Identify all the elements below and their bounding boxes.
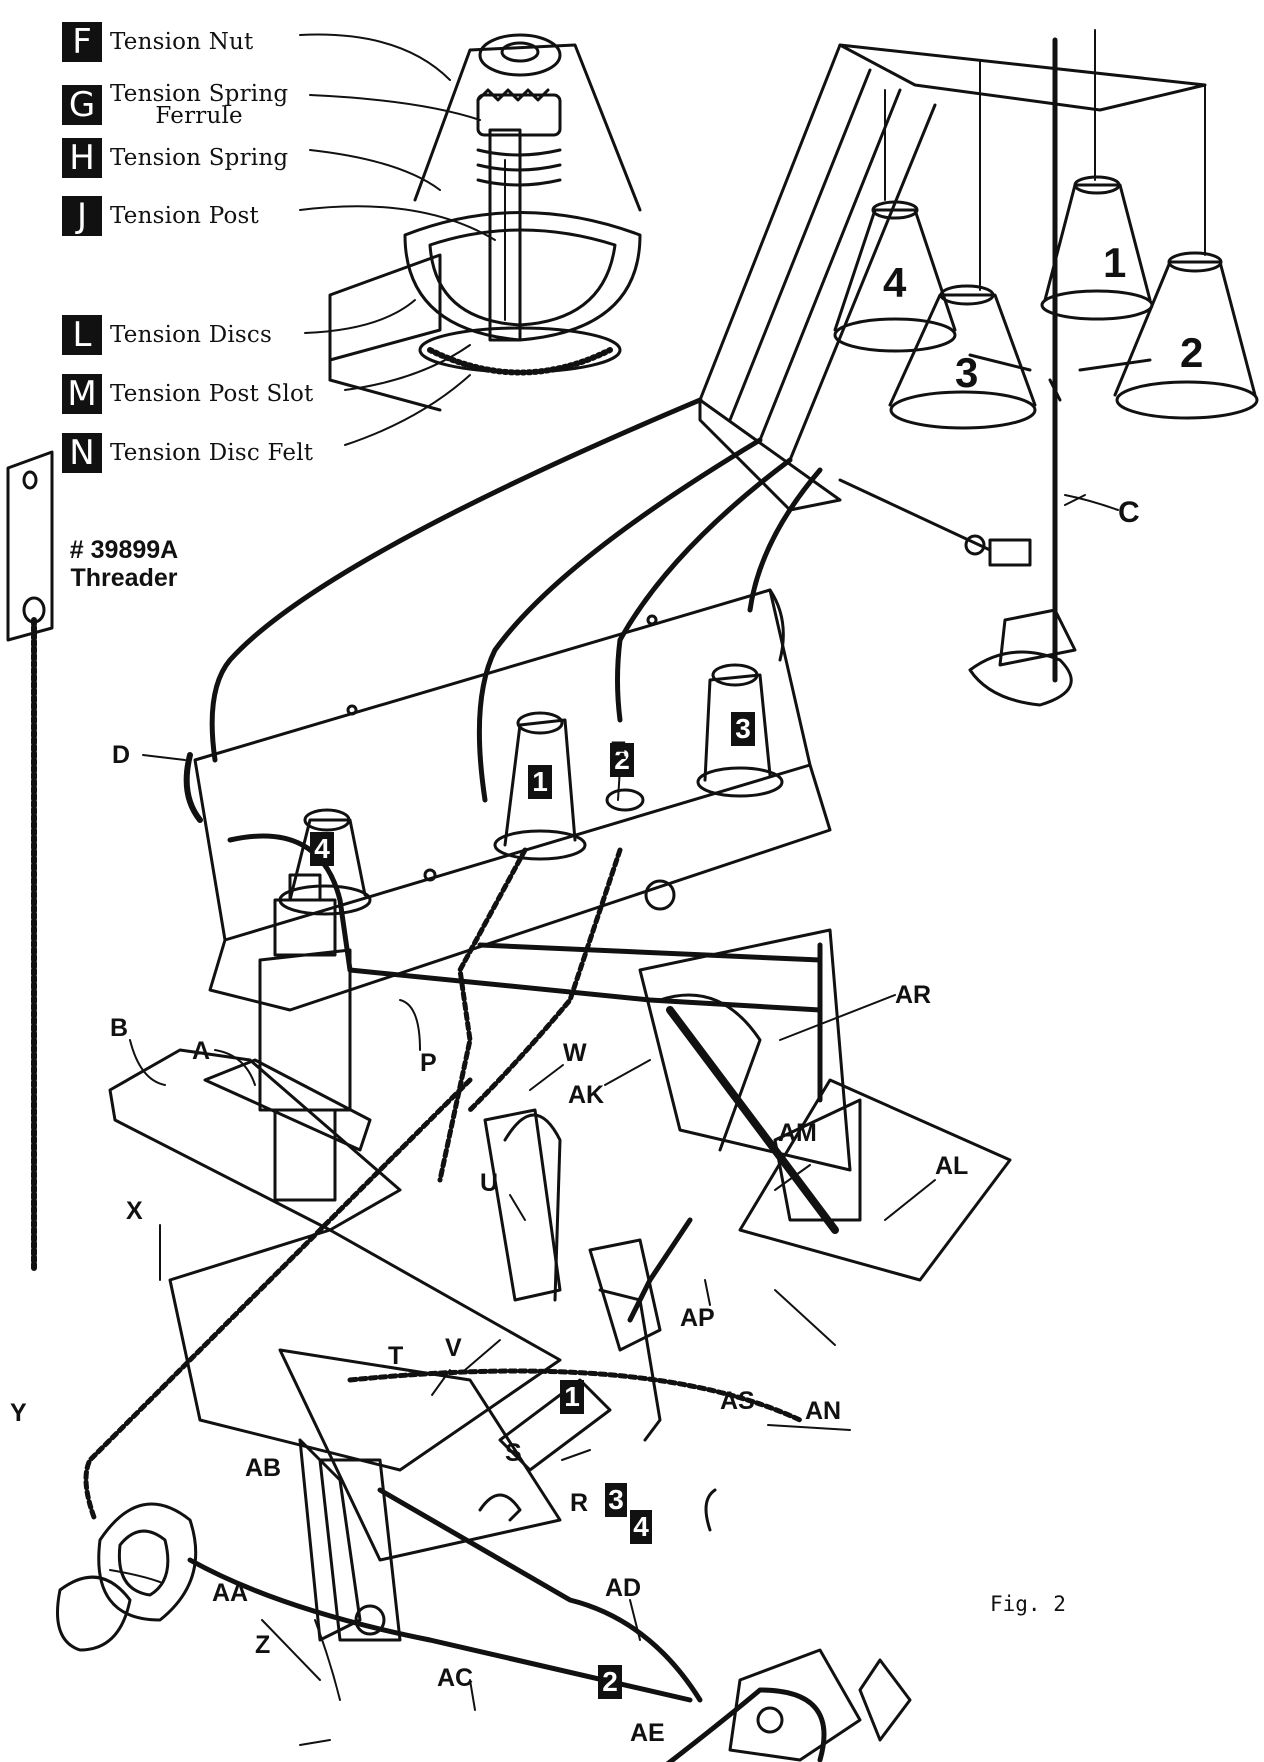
- part-label-ak: AK: [568, 1081, 605, 1109]
- legend-letter: J: [62, 196, 102, 236]
- legend-item-f: F Tension Nut: [62, 22, 254, 62]
- part-label-d: D: [112, 741, 131, 769]
- legend-item-j: J Tension Post: [62, 196, 259, 236]
- spool-number: 1: [1103, 239, 1127, 286]
- part-label-v: V: [445, 1334, 462, 1362]
- path-badge: 2: [598, 1665, 622, 1699]
- tension-badge: 1: [528, 765, 552, 799]
- legend-text: Tension Post Slot: [110, 381, 314, 407]
- part-label-ae: AE: [630, 1719, 665, 1747]
- legend-text: Tension Nut: [110, 29, 254, 55]
- part-label-t: T: [388, 1342, 404, 1370]
- legend-text: Tension Spring: [110, 145, 289, 171]
- path-badge: 1: [560, 1380, 584, 1414]
- spool-number: 3: [955, 349, 979, 396]
- part-label-e: E: [610, 737, 627, 765]
- threader-part-number: # 39899A: [69, 536, 179, 564]
- part-label-c: C: [1118, 496, 1140, 529]
- legend-letter: H: [62, 138, 102, 178]
- part-label-an: AN: [805, 1397, 842, 1425]
- threader-tool-illustration: [6, 450, 54, 1273]
- part-label-z: Z: [255, 1631, 271, 1659]
- figure-label: Fig. 2: [990, 1592, 1066, 1616]
- part-label-a: A: [192, 1037, 211, 1065]
- part-label-al: AL: [935, 1152, 969, 1180]
- part-label-s: S: [505, 1439, 522, 1467]
- legend-letter: L: [62, 315, 102, 355]
- legend-leaders: [299, 33, 496, 446]
- part-label-ap: AP: [680, 1304, 715, 1332]
- tension-badge: 3: [731, 712, 755, 746]
- part-label-am: AM: [778, 1119, 817, 1147]
- legend-text: Tension Discs: [110, 322, 272, 348]
- legend-item-g: G Tension Spring Ferrule: [62, 82, 288, 128]
- part-label-y: Y: [10, 1399, 27, 1427]
- part-label-ad: AD: [605, 1574, 642, 1602]
- part-label-as: AS: [720, 1387, 755, 1415]
- thread-stand-illustration: [698, 29, 1259, 707]
- part-label-ar: AR: [895, 981, 932, 1009]
- legend-text: Tension Disc Felt: [110, 440, 314, 466]
- part-label-u: U: [480, 1169, 499, 1197]
- part-label-x: X: [126, 1197, 143, 1225]
- legend-text: Tension Spring: [110, 81, 289, 107]
- legend-item-n: N Tension Disc Felt: [62, 433, 313, 473]
- spool-number: 4: [883, 259, 907, 306]
- legend-letter: M: [62, 374, 102, 414]
- tension-badge: 4: [310, 832, 334, 866]
- legend-item-l: L Tension Discs: [62, 315, 272, 355]
- tension-bar-illustration: [183, 588, 832, 1012]
- legend-item-m: M Tension Post Slot: [62, 374, 313, 414]
- legend-letter: F: [62, 22, 102, 62]
- part-label-r: R: [570, 1489, 589, 1517]
- part-label-w: W: [563, 1039, 587, 1067]
- part-label-ac: AC: [437, 1664, 474, 1692]
- spool-number: 2: [1180, 329, 1204, 376]
- looper-assembly-illustration: [56, 873, 1012, 1762]
- threader-caption: # 39899A Threader: [64, 536, 184, 592]
- legend-text: Tension Post: [110, 203, 259, 229]
- path-badge: 4: [630, 1510, 652, 1544]
- tension-assembly-illustration: [328, 33, 642, 412]
- part-label-aa: AA: [212, 1579, 249, 1607]
- label-leaders: [109, 494, 1119, 1746]
- legend-text-line2: Ferrule: [155, 103, 243, 129]
- legend-letter: N: [62, 433, 102, 473]
- legend-item-h: H Tension Spring: [62, 138, 288, 178]
- path-badge: 3: [605, 1483, 627, 1517]
- threader-name: Threader: [70, 564, 178, 592]
- tension-badge: 2: [610, 743, 634, 777]
- legend-letter: G: [62, 85, 102, 125]
- part-label-ab: AB: [245, 1454, 282, 1482]
- part-label-p: P: [420, 1049, 437, 1077]
- part-label-b: B: [110, 1014, 129, 1042]
